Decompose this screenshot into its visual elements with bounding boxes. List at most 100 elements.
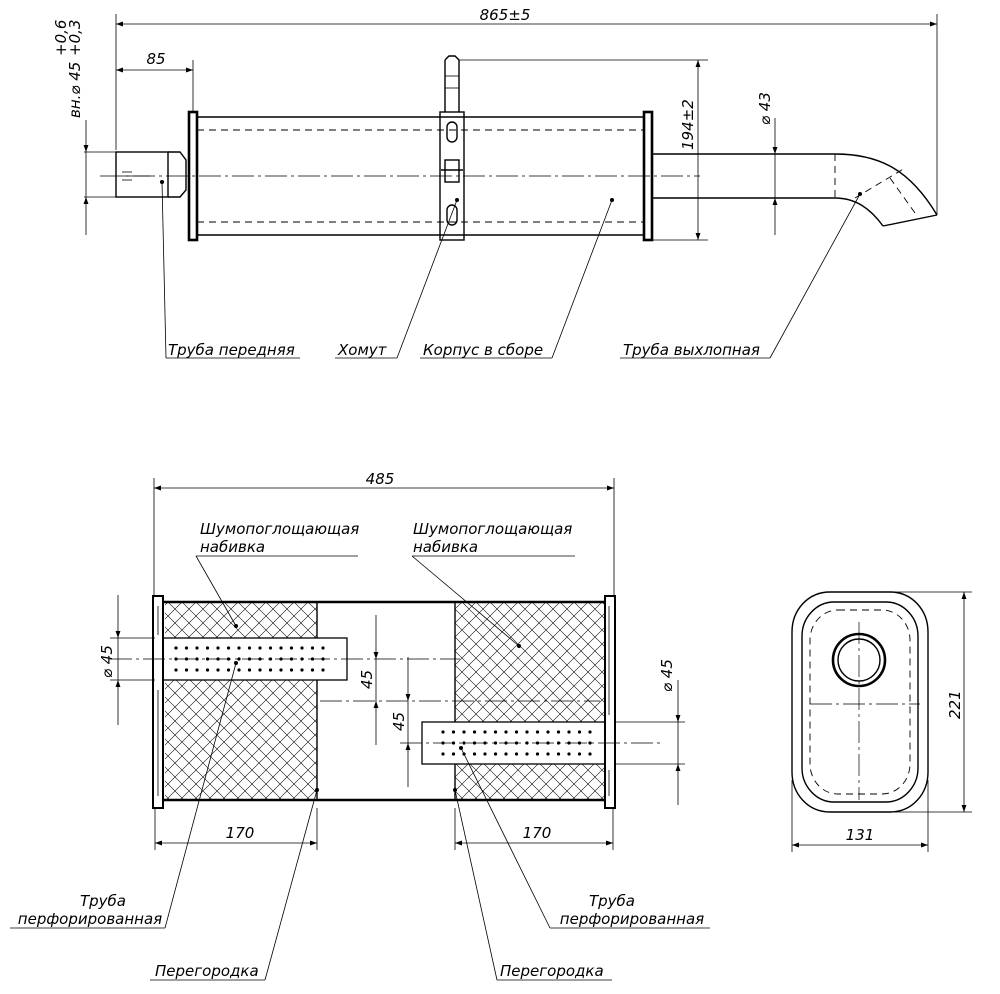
perforation-hole xyxy=(493,752,498,756)
perforation-hole xyxy=(493,741,498,745)
top-view: 865±5 85 вн.⌀ 45 +0,6 +0,3 194±2 ⌀ 43 Тр… xyxy=(52,6,938,359)
perforation-hole xyxy=(462,741,466,745)
perforation-hole xyxy=(441,730,445,734)
perforation-hole xyxy=(493,730,498,734)
perforation-hole xyxy=(504,730,508,734)
section-length-label: 485 xyxy=(366,470,395,488)
perforation-hole xyxy=(483,752,487,756)
offset-lower-label: 45 xyxy=(390,712,408,731)
perforation-hole xyxy=(205,657,210,661)
perforation-hole xyxy=(472,752,477,756)
perforation-hole xyxy=(268,646,273,650)
perforation-hole xyxy=(546,752,550,756)
left-chamber-label: 170 xyxy=(226,824,255,842)
perforation-hole xyxy=(556,752,561,756)
perforation-hole xyxy=(258,646,262,650)
perforation-hole xyxy=(321,668,325,672)
callout-body-assembly: Корпус в сборе xyxy=(423,341,543,359)
callout-clamp: Хомут xyxy=(337,341,388,359)
perforation-hole xyxy=(184,668,189,672)
callout-packing-left-1: Шумопоглощающая xyxy=(200,520,359,538)
tolerance-upper: +0,6 xyxy=(52,20,70,56)
pipe-diam-left-label: ⌀ 45 xyxy=(98,645,116,678)
perforation-hole xyxy=(289,646,294,650)
front-pipe xyxy=(115,151,187,198)
end-view: 221 131 xyxy=(791,591,972,852)
perforation-hole xyxy=(535,730,540,734)
perforation-hole xyxy=(237,646,241,650)
muffler-body xyxy=(100,110,700,242)
perforation-hole xyxy=(462,730,466,734)
callout-packing-left-2: набивка xyxy=(200,538,265,556)
perforation-hole xyxy=(247,646,252,650)
perforation-hole xyxy=(577,730,582,734)
perforation-hole xyxy=(310,646,315,650)
callout-perf-left-2: перфорированная xyxy=(18,910,162,928)
perforation-hole xyxy=(588,730,592,734)
perforation-hole xyxy=(216,668,220,672)
perforation-hole xyxy=(567,752,571,756)
perforation-hole xyxy=(174,646,178,650)
perforation-hole xyxy=(216,646,220,650)
perforation-hole xyxy=(441,752,445,756)
callout-perf-right-1: Труба xyxy=(589,892,635,910)
inner-diameter-label: вн.⌀ 45 +0,6 +0,3 xyxy=(52,20,84,118)
perforation-hole xyxy=(567,730,571,734)
right-chamber-label: 170 xyxy=(523,824,552,842)
perforation-hole xyxy=(577,752,582,756)
perforation-hole xyxy=(279,646,283,650)
perforation-hole xyxy=(514,730,519,734)
perforation-hole xyxy=(588,752,592,756)
perforation-hole xyxy=(258,668,262,672)
end-height-label: 221 xyxy=(946,690,964,719)
perforation-hole xyxy=(472,730,477,734)
perforation-hole xyxy=(195,668,199,672)
perforation-hole xyxy=(310,668,315,672)
height-label: 194±2 xyxy=(679,99,697,150)
perforation-hole xyxy=(504,752,508,756)
perforation-hole xyxy=(226,646,231,650)
perforation-hole xyxy=(588,741,592,745)
perforation-hole xyxy=(321,646,325,650)
perforation-hole xyxy=(195,646,199,650)
perforation-hole xyxy=(247,668,252,672)
pipe-diam-right-label: ⌀ 45 xyxy=(658,659,676,692)
callout-perf-left-1: Труба xyxy=(80,892,126,910)
perforation-holes-right xyxy=(441,730,592,756)
packing-left xyxy=(165,602,317,800)
svg-text:⌀ 45: ⌀ 45 xyxy=(658,659,676,692)
callout-perf-right-2: перфорированная xyxy=(560,910,704,928)
perforation-hole xyxy=(289,668,294,672)
exhaust-pipe xyxy=(652,153,938,227)
callout-packing-right-2: набивка xyxy=(413,538,478,556)
perforation-hole xyxy=(525,730,529,734)
callout-baffle-left: Перегородка xyxy=(155,962,259,980)
perforation-hole xyxy=(279,668,283,672)
perforation-hole xyxy=(483,730,487,734)
perforation-hole xyxy=(300,668,304,672)
perforation-hole xyxy=(237,668,241,672)
perforation-hole xyxy=(300,646,304,650)
clamp xyxy=(439,55,465,241)
perforation-hole xyxy=(226,668,231,672)
callout-baffle-right: Перегородка xyxy=(500,962,604,980)
front-length-label: 85 xyxy=(146,50,165,68)
perforation-hole xyxy=(184,646,189,650)
perforation-hole xyxy=(205,646,210,650)
callout-packing-right-1: Шумопоглощающая xyxy=(413,520,572,538)
overall-length-label: 865±5 xyxy=(480,6,531,24)
tolerance-lower: +0,3 xyxy=(66,20,84,56)
perforation-hole xyxy=(556,730,561,734)
svg-text:⌀ 45: ⌀ 45 xyxy=(98,645,116,678)
end-width-label: 131 xyxy=(846,826,875,844)
exhaust-diameter-label: ⌀ 43 xyxy=(756,92,774,125)
perforation-hole xyxy=(514,752,519,756)
offset-upper-label: 45 xyxy=(358,670,376,689)
perforation-hole xyxy=(174,668,178,672)
inner-diameter-text: вн.⌀ 45 xyxy=(66,62,84,118)
perforation-hole xyxy=(535,752,540,756)
perforation-hole xyxy=(451,730,456,734)
callout-front-pipe: Труба передняя xyxy=(168,341,295,359)
perforation-hole xyxy=(237,657,241,661)
